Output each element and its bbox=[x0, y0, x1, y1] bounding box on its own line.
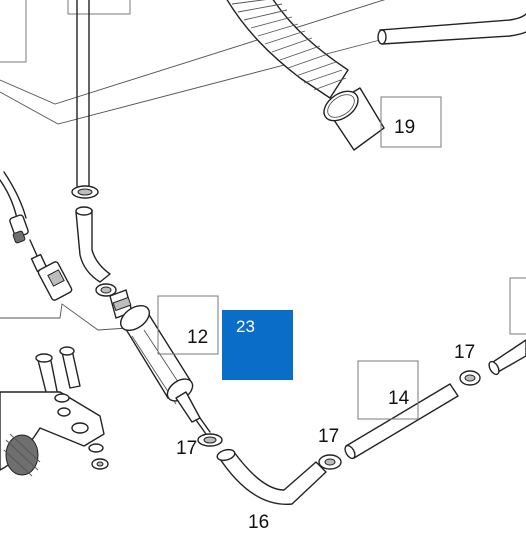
callout-box-12 bbox=[157, 295, 219, 355]
corrugated-hose bbox=[226, 0, 349, 99]
callout-box-23[interactable] bbox=[222, 310, 293, 380]
callout-label-23[interactable]: 23 bbox=[236, 317, 255, 336]
callout-box-partial-top bbox=[67, 0, 131, 15]
hose-piece bbox=[75, 206, 111, 283]
fuel-line-vertical bbox=[76, 0, 90, 187]
callout-label-17-right[interactable]: 17 bbox=[454, 342, 475, 363]
callout-box-partial-top-left bbox=[0, 0, 27, 63]
callout-box-19 bbox=[380, 96, 442, 148]
callout-label-17-left[interactable]: 17 bbox=[176, 438, 197, 459]
fuel-pump bbox=[109, 289, 211, 435]
clamp-bottom-middle bbox=[318, 454, 342, 470]
callout-label-17-middle[interactable]: 17 bbox=[318, 426, 339, 447]
pipe-right bbox=[488, 339, 526, 376]
bent-hose bbox=[216, 448, 327, 505]
wire-harness bbox=[0, 171, 73, 301]
callout-label-14[interactable]: 14 bbox=[388, 388, 410, 409]
callout-label-12[interactable]: 12 bbox=[187, 327, 208, 348]
callout-label-19[interactable]: 19 bbox=[394, 117, 415, 138]
callout-label-16[interactable]: 16 bbox=[248, 512, 269, 533]
clamp-right bbox=[459, 370, 481, 386]
mounting-bracket bbox=[0, 391, 105, 477]
callout-box-partial-right bbox=[509, 277, 526, 335]
pipe-part bbox=[344, 383, 459, 460]
clamp-middle bbox=[95, 283, 117, 297]
washers-nuts bbox=[54, 393, 109, 470]
screws bbox=[35, 346, 81, 401]
clamp-bottom-left bbox=[197, 433, 223, 447]
clamp-top bbox=[71, 185, 99, 199]
leader-line bbox=[0, 303, 129, 331]
callout-box-14 bbox=[357, 360, 419, 420]
sleeve-part bbox=[323, 87, 385, 151]
